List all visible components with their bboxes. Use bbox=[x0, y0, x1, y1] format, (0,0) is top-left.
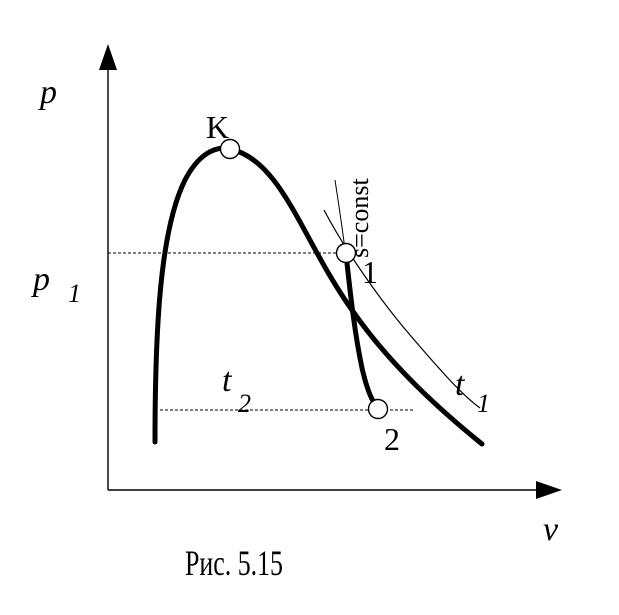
critical-point-marker bbox=[219, 138, 241, 160]
figure-caption: Рис. 5.15 bbox=[185, 543, 283, 583]
temperature-t1-label: t bbox=[455, 366, 466, 403]
expansion-process-1-2 bbox=[343, 251, 381, 411]
adiabat-label: s=const bbox=[345, 178, 374, 258]
temperature-t2-subscript: 2 bbox=[238, 389, 251, 418]
pressure-p1-label: p bbox=[31, 261, 50, 298]
point-1-marker bbox=[335, 242, 357, 264]
point-2-label: 2 bbox=[384, 421, 400, 457]
x-axis-arrowhead bbox=[536, 481, 562, 499]
y-axis-arrowhead bbox=[99, 44, 117, 70]
adiabat-guide-line bbox=[334, 179, 346, 251]
temperature-t1-subscript: 1 bbox=[477, 389, 490, 418]
pressure-p1-subscript: 1 bbox=[68, 279, 81, 308]
saturation-curve bbox=[152, 145, 485, 447]
critical-point-label: K bbox=[206, 109, 229, 145]
x-axis-label: v bbox=[543, 511, 559, 548]
temperature-t2-label: t bbox=[222, 362, 233, 399]
point-1-label: 1 bbox=[362, 254, 378, 290]
point-2-marker bbox=[367, 398, 389, 420]
y-axis-label: p bbox=[38, 74, 57, 111]
